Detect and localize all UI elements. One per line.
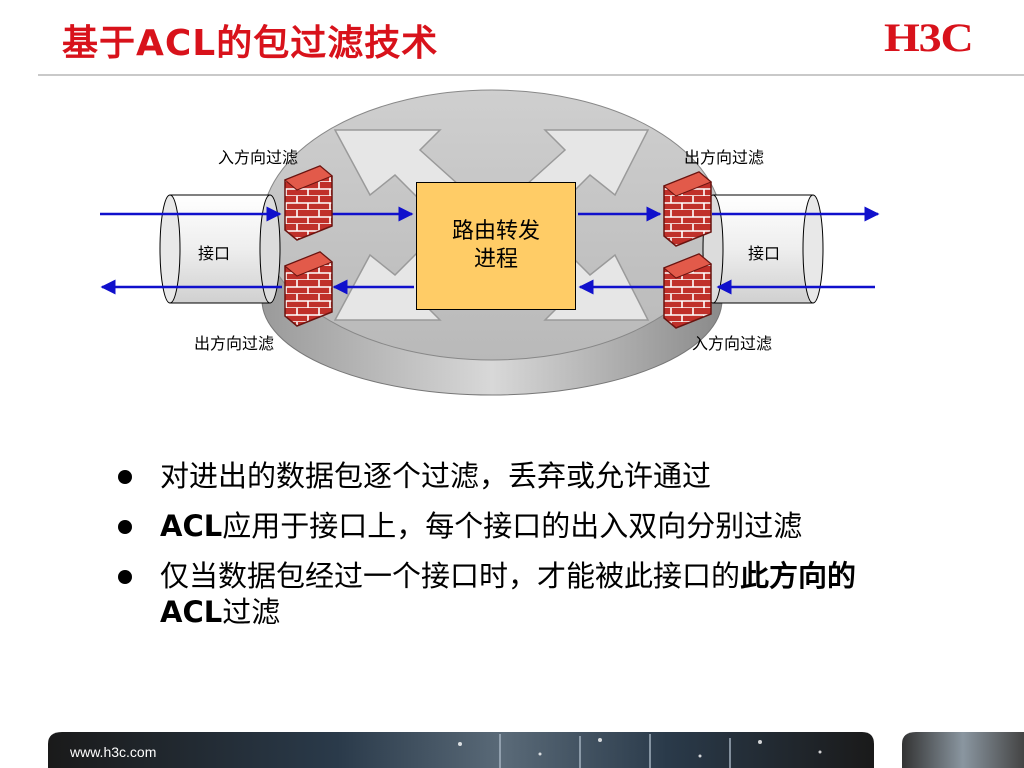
top-right-filter-label: 出方向过滤 [684, 148, 765, 167]
bullet-text: 应用于接口上，每个接口的出入双向分别过滤 [222, 509, 803, 543]
engine-label-line2: 进程 [473, 247, 518, 272]
bullet-list: 对进出的数据包逐个过滤，丢弃或允许通过 ACL应用于接口上，每个接口的出入双向分… [116, 458, 916, 644]
footer-banner [48, 732, 1024, 768]
right-interface-label: 接口 [748, 244, 781, 263]
engine-label-line1: 路由转发 [451, 219, 540, 244]
left-interface-label: 接口 [198, 244, 231, 263]
bullet-bold-text: 此方向的ACL [160, 559, 857, 629]
bottom-right-filter-label: 入方向过滤 [692, 334, 773, 353]
bottom-left-filter-label: 出方向过滤 [194, 334, 275, 353]
bullet-dot-icon [118, 470, 132, 484]
firewall-bottom-left-icon [284, 251, 333, 327]
h3c-logo: H3C [884, 15, 974, 60]
title-divider [38, 74, 1024, 76]
bullet-bold-text: ACL [160, 509, 223, 543]
footer-url: www.h3c.com [70, 744, 157, 760]
bullet-text: 对进出的数据包逐个过滤，丢弃或允许通过 [160, 459, 712, 493]
routing-engine-box: 路由转发 进程 [416, 182, 576, 310]
firewall-top-left-icon [284, 165, 333, 241]
bullet-text-tail: 过滤 [222, 595, 281, 629]
bullet-item: 对进出的数据包逐个过滤，丢弃或允许通过 [116, 458, 916, 494]
firewall-bottom-right-icon [663, 253, 712, 329]
bullet-text: 仅当数据包经过一个接口时，才能被此接口的 [160, 559, 741, 593]
flow-arrows [100, 206, 880, 295]
firewall-top-right-icon [663, 171, 712, 247]
page-title: 基于ACL的包过滤技术 [62, 23, 439, 64]
bullet-dot-icon [118, 570, 132, 584]
bullet-item: ACL应用于接口上，每个接口的出入双向分别过滤 [116, 508, 916, 544]
bullet-item: 仅当数据包经过一个接口时，才能被此接口的此方向的ACL过滤 [116, 558, 916, 630]
bullet-dot-icon [118, 520, 132, 534]
top-left-filter-label: 入方向过滤 [218, 148, 299, 167]
